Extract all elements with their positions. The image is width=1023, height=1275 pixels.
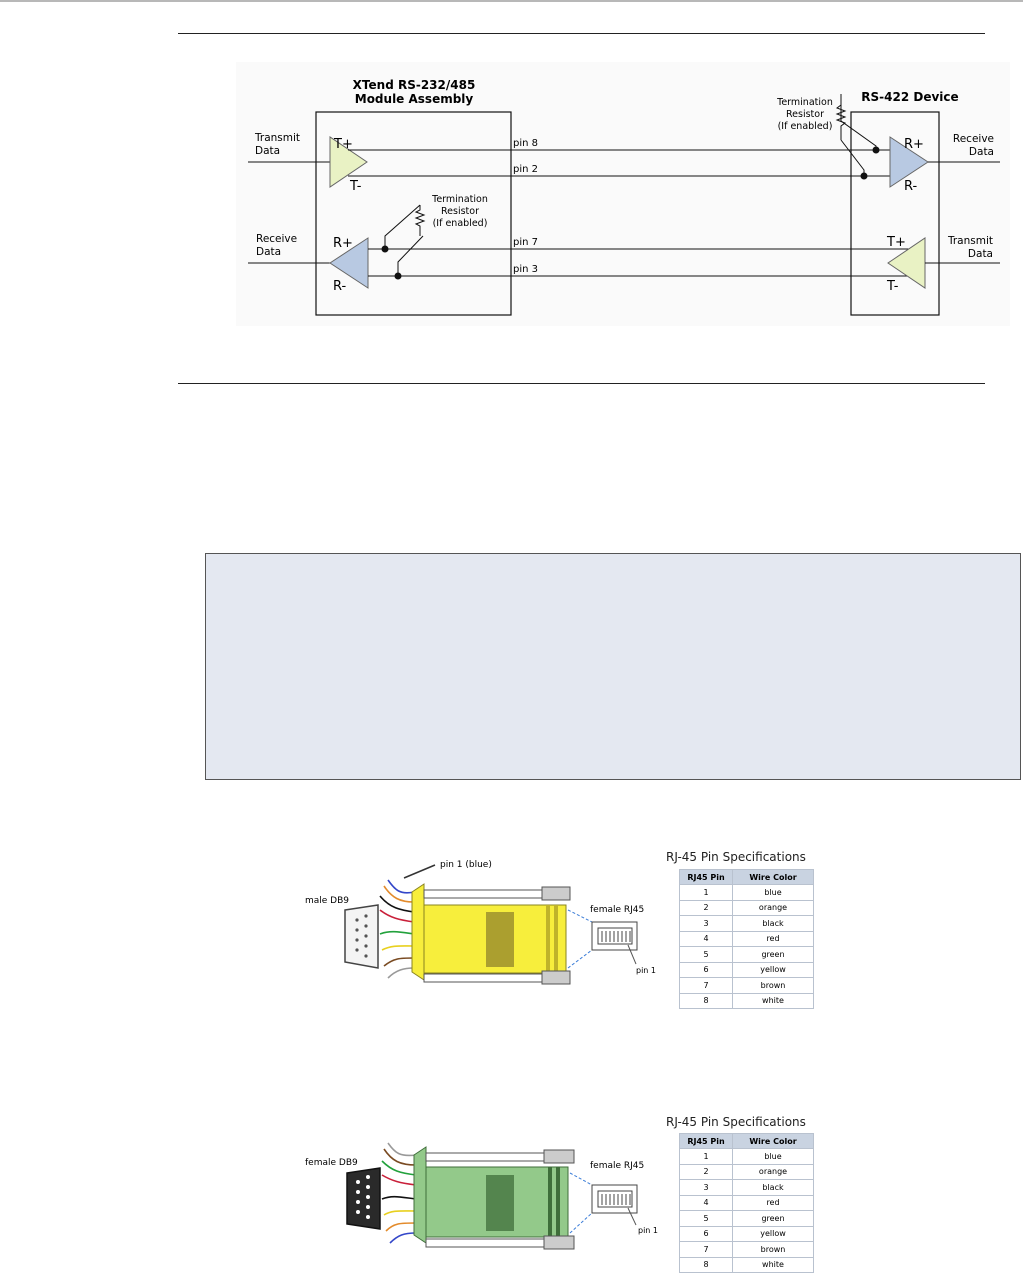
left-termination-resistor (414, 205, 426, 236)
pin7-label: pin 7 (513, 237, 538, 248)
pin3-label: pin 3 (513, 264, 538, 275)
female-db9-connector (346, 1167, 381, 1230)
col-header-pin: RJ45 Pin (679, 1133, 733, 1149)
right-receiver (889, 136, 929, 188)
transmit-label-1: Transmit (254, 132, 300, 144)
right-termination-resistor (835, 104, 847, 140)
left-rminus: R- (333, 279, 347, 294)
right-term-line1: Termination (776, 97, 833, 108)
left-term-line1: Termination (431, 194, 488, 205)
module-assembly-box (315, 111, 512, 316)
page-top-border (0, 0, 1023, 2)
right-transmit-label-2: Data (968, 248, 993, 260)
right-tplus: T+ (886, 235, 906, 250)
male-db9-adapter-illustration: male DB9 pin 1 (blue) female RJ45 pin 1 (305, 860, 656, 985)
adapter1-rj45-label: female RJ45 (590, 905, 644, 915)
figure-top-rule (178, 33, 985, 34)
male-db9-connector (344, 904, 379, 969)
rs422-wiring-diagram: XTend RS-232/485 Module Assembly RS-422 … (236, 62, 1010, 326)
col-header-color: Wire Color (732, 869, 814, 885)
receive-label-2: Data (256, 246, 281, 258)
left-title-line2: Module Assembly (355, 92, 474, 106)
left-title-line1: XTend RS-232/485 (353, 78, 476, 92)
left-tminus: T- (349, 179, 362, 194)
figure-bottom-rule (178, 383, 985, 384)
col-header-color: Wire Color (732, 1133, 814, 1149)
pin1-blue-label: pin 1 (blue) (440, 860, 492, 870)
right-term-line3: (If enabled) (778, 121, 833, 132)
female-db9-label: female DB9 (305, 1158, 358, 1168)
left-rplus: R+ (333, 236, 353, 251)
adapter1-pin1-label: pin 1 (636, 966, 656, 975)
pin8-label: pin 8 (513, 138, 538, 149)
right-title: RS-422 Device (861, 90, 958, 104)
receive-label-1: Receive (256, 233, 297, 245)
right-rplus: R+ (904, 137, 924, 152)
right-term-line2: Resistor (786, 109, 824, 120)
adapter1-hood (411, 883, 425, 981)
adapter2-hood (413, 1146, 427, 1244)
right-rminus: R- (904, 179, 918, 194)
note-box (205, 553, 1021, 780)
col-header-pin: RJ45 Pin (679, 869, 733, 885)
right-receive-label-1: Receive (953, 133, 994, 145)
pin-spec-title-1: RJ-45 Pin Specifications (666, 850, 806, 864)
male-db9-label: male DB9 (305, 896, 349, 906)
adapter2-rj45-label: female RJ45 (590, 1161, 644, 1171)
pin2-label: pin 2 (513, 164, 538, 175)
rs422-device-box (850, 111, 940, 316)
transmit-label-2: Data (255, 145, 280, 157)
left-receiver (329, 237, 369, 289)
female-db9-adapter-illustration: female DB9 female RJ45 pin 1 (305, 1142, 658, 1250)
left-term-line2: Resistor (441, 206, 479, 217)
left-tplus: T+ (333, 137, 353, 152)
pin-spec-title-2: RJ-45 Pin Specifications (666, 1115, 806, 1129)
right-tminus: T- (886, 279, 899, 294)
right-transmit-label-1: Transmit (947, 235, 993, 247)
right-receive-label-2: Data (969, 146, 994, 158)
left-term-line3: (If enabled) (433, 218, 488, 229)
adapter2-pin1-label: pin 1 (638, 1226, 658, 1235)
right-edge-bar (1008, 555, 1012, 782)
